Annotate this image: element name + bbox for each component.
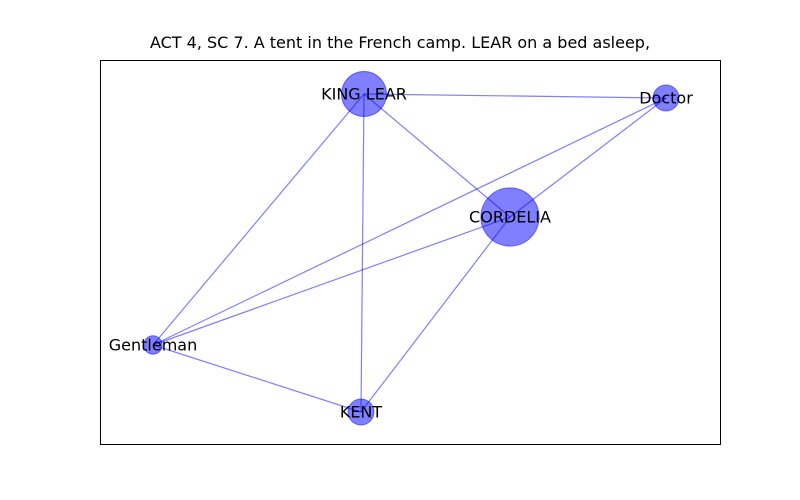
plot-frame: [100, 60, 721, 445]
edge-king-lear-cordelia: [363, 93, 511, 218]
node-cordelia[interactable]: [480, 187, 540, 247]
edges-layer: [152, 93, 667, 413]
nodes-layer: [143, 71, 680, 426]
edge-king-lear-doctor: [363, 93, 667, 99]
node-label-gentleman: Gentleman: [109, 336, 197, 355]
node-kent[interactable]: [347, 398, 375, 426]
edge-king-lear-gentleman: [152, 93, 365, 346]
node-king-lear[interactable]: [341, 71, 387, 117]
node-label-kent: KENT: [340, 403, 383, 422]
graph-title: ACT 4, SC 7. A tent in the French camp. …: [149, 33, 651, 52]
node-doctor[interactable]: [652, 84, 680, 112]
node-label-cordelia: CORDELIA: [469, 208, 551, 227]
node-label-doctor: Doctor: [639, 89, 693, 108]
edge-doctor-gentleman: [152, 97, 667, 346]
edge-doctor-cordelia: [509, 97, 667, 218]
edge-king-lear-kent: [360, 93, 365, 413]
edge-cordelia-gentleman: [152, 216, 511, 346]
edge-cordelia-kent: [360, 216, 511, 413]
node-gentleman[interactable]: [143, 335, 163, 355]
node-label-king-lear: KING LEAR: [321, 85, 407, 104]
edge-gentleman-kent: [152, 344, 362, 413]
